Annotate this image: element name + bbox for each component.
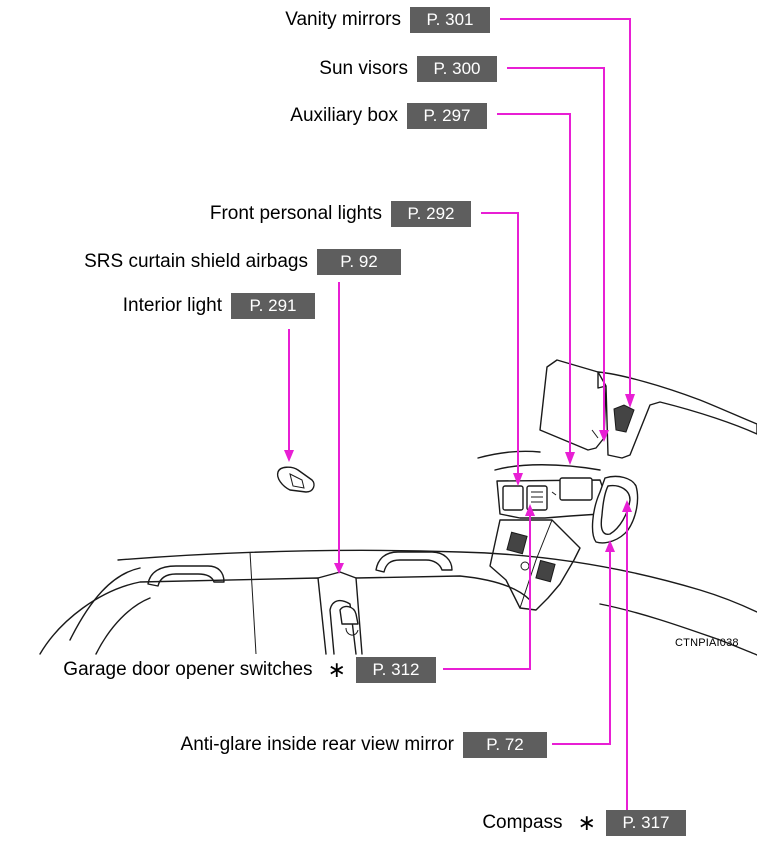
optional-equipment-asterisk: ∗ [578, 811, 596, 836]
page-reference-tag[interactable]: P. 291 [231, 293, 315, 319]
page-reference-tag[interactable]: P. 72 [463, 732, 547, 758]
callout-label: Garage door opener switches [63, 659, 312, 681]
callout-label: Vanity mirrors [285, 9, 401, 31]
callout-label: SRS curtain shield airbags [84, 251, 308, 273]
interior-light [278, 467, 314, 492]
callout-anti-glare-inside-rear-view-mirror: Anti-glare inside rear view mirror P. 72 [181, 732, 547, 758]
page-reference-tag[interactable]: P. 297 [407, 103, 487, 129]
optional-equipment-asterisk: ∗ [328, 658, 346, 683]
diagram-code: CTNPIAI038 [675, 637, 739, 649]
assist-grip-left [148, 566, 224, 586]
page-reference-tag[interactable]: P. 312 [356, 657, 436, 683]
seatbelt-anchor [340, 607, 358, 624]
front-personal-light-left [503, 486, 523, 510]
callout-interior-light: Interior light P. 291 [123, 293, 315, 319]
callout-sun-visors: Sun visors P. 300 [319, 56, 497, 82]
page-reference-tag[interactable]: P. 300 [417, 56, 497, 82]
page-reference-tag[interactable]: P. 301 [410, 7, 490, 33]
page-reference-tag[interactable]: P. 92 [317, 249, 401, 275]
callout-label: Anti-glare inside rear view mirror [181, 734, 454, 756]
callout-vanity-mirrors: Vanity mirrors P. 301 [285, 7, 490, 33]
callout-label: Front personal lights [210, 203, 382, 225]
page-reference-tag[interactable]: P. 292 [391, 201, 471, 227]
callout-front-personal-lights: Front personal lights P. 292 [210, 201, 471, 227]
page-reference-tag[interactable]: P. 317 [606, 810, 686, 836]
vehicle-ceiling-drawing [40, 360, 757, 655]
assist-grip-right [376, 552, 452, 572]
sun-visor [540, 360, 606, 450]
callout-srs-curtain-shield-airbags: SRS curtain shield airbags P. 92 [84, 249, 401, 275]
callout-label: Compass [482, 812, 562, 834]
callout-garage-door-opener-switches: Garage door opener switches ∗ P. 312 [63, 657, 436, 683]
callout-compass: Compass ∗ P. 317 [482, 810, 686, 836]
garage-door-opener-unit [490, 520, 580, 610]
callout-auxiliary-box: Auxiliary box P. 297 [290, 103, 487, 129]
callout-label: Auxiliary box [290, 105, 398, 127]
callout-label: Sun visors [319, 58, 408, 80]
auxiliary-box [560, 478, 592, 500]
callout-label: Interior light [123, 295, 222, 317]
